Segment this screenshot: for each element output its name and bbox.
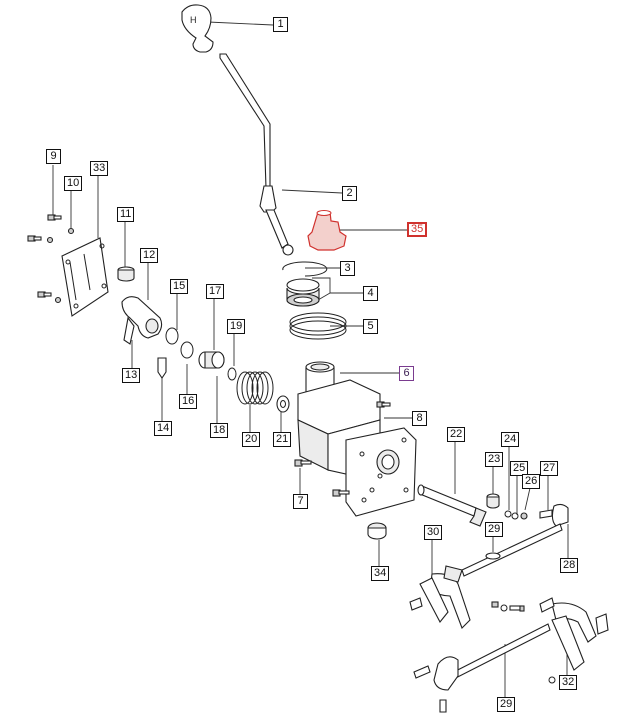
circlip-part bbox=[282, 261, 328, 277]
callout-18[interactable]: 18 bbox=[210, 423, 229, 438]
plug-part bbox=[367, 522, 387, 540]
callout-21[interactable]: 21 bbox=[273, 432, 292, 447]
selector-finger-part bbox=[121, 296, 163, 345]
washer-part bbox=[276, 395, 290, 413]
cover-screws-part bbox=[27, 214, 75, 304]
bush-set-part bbox=[286, 278, 320, 307]
callout-28[interactable]: 28 bbox=[560, 558, 579, 573]
seal-ring-part bbox=[180, 341, 194, 359]
cover-plate-part bbox=[61, 237, 109, 317]
shift-fork-upper-part bbox=[409, 565, 471, 629]
callout-5[interactable]: 5 bbox=[363, 319, 378, 334]
detent-pin-part bbox=[157, 357, 167, 379]
callout-22[interactable]: 22 bbox=[447, 427, 466, 442]
leader-lines bbox=[52, 21, 569, 697]
callout-15[interactable]: 15 bbox=[170, 279, 189, 294]
callout-4[interactable]: 4 bbox=[363, 286, 378, 301]
callout-23[interactable]: 23 bbox=[485, 452, 504, 467]
callout-35[interactable]: 35 bbox=[407, 222, 428, 237]
callout-14[interactable]: 14 bbox=[154, 421, 173, 436]
callout-17[interactable]: 17 bbox=[206, 284, 225, 299]
callout-25[interactable]: 25 bbox=[510, 461, 529, 476]
callout-9[interactable]: 9 bbox=[46, 149, 61, 164]
rubber-boot-part bbox=[307, 210, 347, 251]
callout-8[interactable]: 8 bbox=[412, 411, 427, 426]
selector-housing-part bbox=[297, 361, 417, 517]
callout-13[interactable]: 13 bbox=[122, 368, 141, 383]
callout-24[interactable]: 24 bbox=[501, 432, 520, 447]
callout-20[interactable]: 20 bbox=[242, 432, 261, 447]
callout-2[interactable]: 2 bbox=[342, 186, 357, 201]
callout-7[interactable]: 7 bbox=[293, 494, 308, 509]
callout-10[interactable]: 10 bbox=[64, 176, 83, 191]
callout-33[interactable]: 33 bbox=[90, 161, 109, 176]
small-ring-part bbox=[227, 367, 237, 381]
callout-29-lower[interactable]: 29 bbox=[497, 697, 516, 712]
coil-spring-part bbox=[236, 371, 274, 405]
shift-fork-lower-part bbox=[539, 597, 609, 671]
svg-text:H: H bbox=[190, 15, 197, 25]
callout-26[interactable]: 26 bbox=[522, 474, 541, 489]
lower-selector-part bbox=[413, 656, 459, 713]
gear-knob-part: H bbox=[181, 4, 214, 53]
callout-34[interactable]: 34 bbox=[371, 566, 390, 581]
guide-bush-part bbox=[198, 351, 225, 369]
callout-30[interactable]: 30 bbox=[424, 525, 443, 540]
housing-bolts-part bbox=[294, 401, 391, 497]
spring-ring-part bbox=[289, 312, 347, 340]
small-bush-part bbox=[117, 266, 135, 282]
shift-lever-part bbox=[219, 53, 294, 256]
callout-1[interactable]: 1 bbox=[273, 17, 288, 32]
callout-16[interactable]: 16 bbox=[179, 394, 198, 409]
o-ring-part bbox=[165, 327, 179, 345]
callout-32[interactable]: 32 bbox=[559, 675, 578, 690]
callout-27[interactable]: 27 bbox=[540, 461, 559, 476]
callout-3[interactable]: 3 bbox=[340, 261, 355, 276]
rail-detent-parts bbox=[491, 601, 556, 684]
callout-12[interactable]: 12 bbox=[140, 248, 159, 263]
callout-19[interactable]: 19 bbox=[227, 319, 246, 334]
detent-parts bbox=[486, 493, 553, 520]
callout-29-upper[interactable]: 29 bbox=[485, 522, 504, 537]
callout-11[interactable]: 11 bbox=[117, 207, 135, 222]
selector-shaft-part bbox=[417, 484, 487, 527]
selector-block-part bbox=[551, 503, 569, 527]
callout-6[interactable]: 6 bbox=[399, 366, 414, 381]
